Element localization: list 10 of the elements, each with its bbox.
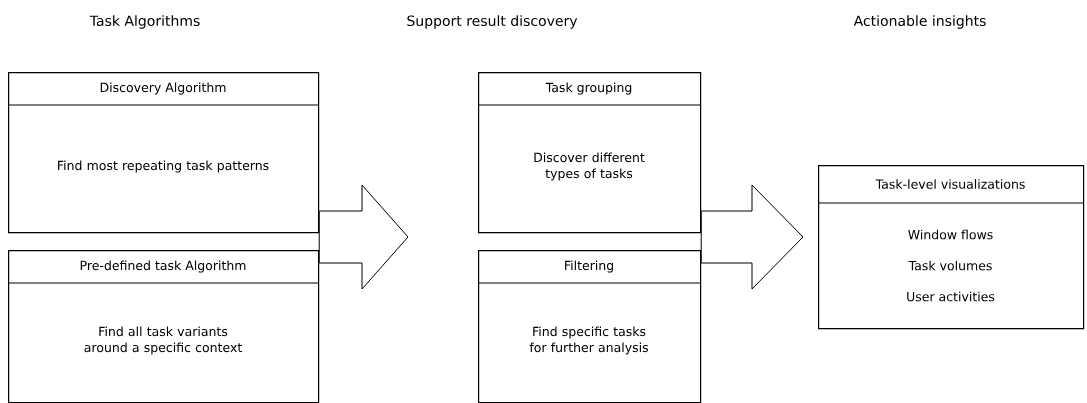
column-heading: Actionable insights [853,15,986,29]
process-box: Filtering Find specific tasks for further analysis [477,250,702,403]
process-box: Pre-defined task Algorithm Find all task variants around a specific context [7,250,320,403]
column-heading: Task Algorithms [89,15,200,29]
column-heading: Support result discovery [407,15,578,29]
process-box: Task-level visualizations Window flows Task volumes User activities [817,165,1085,330]
block-arrow [700,184,804,290]
block-arrow [318,184,409,290]
process-box: Discovery Algorithm Find most repeating task patterns [7,72,320,234]
process-box: Task grouping Discover different types of tasks [477,72,702,234]
